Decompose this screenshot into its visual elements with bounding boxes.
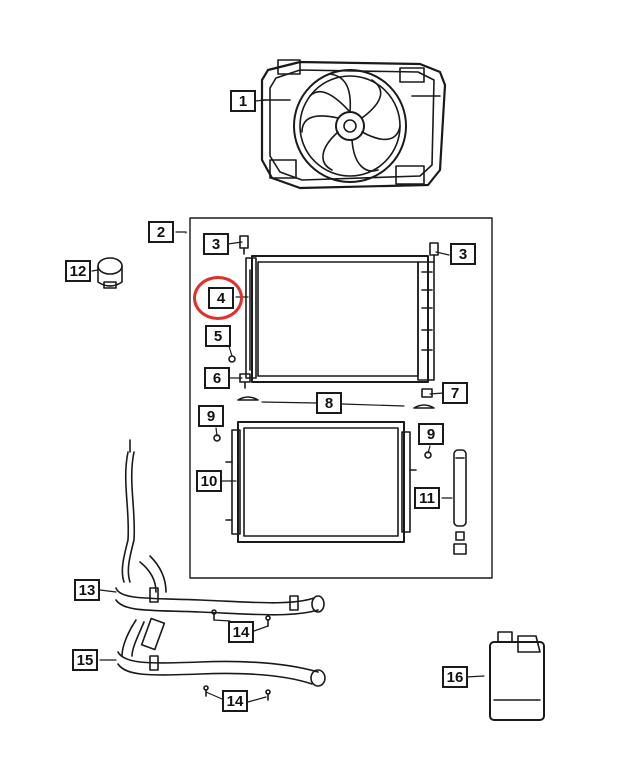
clip-right xyxy=(424,451,432,459)
callout-3-left: 3 xyxy=(203,233,229,255)
lower-isolator-left xyxy=(239,373,251,389)
callout-14-upper: 14 xyxy=(228,621,254,643)
coolant-jug xyxy=(489,631,545,721)
hose-clamps-upper xyxy=(211,609,271,627)
lower-isolator-right xyxy=(421,388,433,398)
radiator-group-bracket xyxy=(189,217,493,579)
leader-lines xyxy=(91,99,485,703)
callout-2: 2 xyxy=(148,221,174,243)
callout-13: 13 xyxy=(74,579,100,601)
radiator xyxy=(245,255,435,383)
radiator-hose-upper xyxy=(115,439,325,616)
callout-6: 6 xyxy=(204,367,230,389)
mount-left xyxy=(237,396,259,401)
callout-7: 7 xyxy=(442,382,468,404)
callout-12: 12 xyxy=(65,260,91,282)
highlight-ring xyxy=(193,276,243,320)
upper-bracket-right xyxy=(429,242,439,263)
callout-10: 10 xyxy=(196,470,222,492)
drain-plug xyxy=(228,355,236,363)
receiver-drier xyxy=(453,449,467,555)
callout-5: 5 xyxy=(205,325,231,347)
callout-11: 11 xyxy=(414,487,440,509)
callout-14-lower: 14 xyxy=(222,690,248,712)
callout-1: 1 xyxy=(230,90,256,112)
callout-8: 8 xyxy=(316,392,342,414)
radiator-hose-lower xyxy=(117,617,326,687)
callout-9-left: 9 xyxy=(198,405,224,427)
callout-4: 4 xyxy=(208,287,234,309)
fan-shroud-assembly xyxy=(260,59,447,190)
callout-9-right: 9 xyxy=(418,423,444,445)
clip-left xyxy=(213,434,221,442)
hose-clamps-lower xyxy=(203,685,271,701)
callout-3-right: 3 xyxy=(450,243,476,265)
ac-condenser xyxy=(225,421,417,543)
callout-16: 16 xyxy=(442,666,468,688)
hose-fitting xyxy=(97,257,123,289)
callout-15: 15 xyxy=(72,649,98,671)
mount-right xyxy=(413,404,435,409)
upper-bracket-left xyxy=(239,235,249,255)
